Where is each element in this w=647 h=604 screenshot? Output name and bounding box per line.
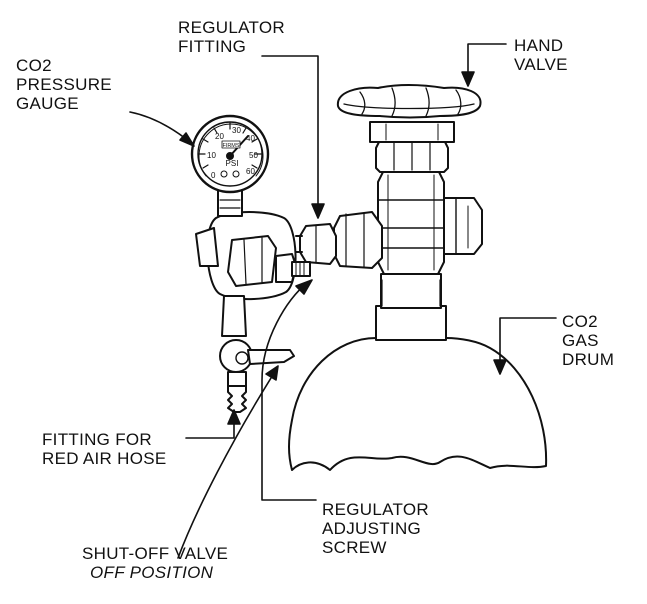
label-line: REGULATOR xyxy=(178,18,285,37)
label-shut-off-valve: SHUT-OFF VALVE OFF POSITION xyxy=(82,544,228,582)
label-line: HAND xyxy=(514,36,564,55)
regulator-body xyxy=(195,189,297,337)
gauge-unit-text: PSI xyxy=(226,159,239,168)
label-co2-pressure-gauge: CO2 PRESSURE GAUGE xyxy=(16,56,112,113)
gauge-tick-label: 20 xyxy=(215,132,224,141)
label-regulator-fitting: REGULATOR FITTING xyxy=(178,18,285,56)
gauge-tick-label: 10 xyxy=(207,151,216,160)
label-co2-gas-drum: CO2 GAS DRUM xyxy=(562,312,614,369)
label-line: FITTING FOR xyxy=(42,430,153,449)
label-line: VALVE xyxy=(514,55,568,74)
label-line: SCREW xyxy=(322,538,387,557)
label-line: REGULATOR xyxy=(322,500,429,519)
regulator-fitting xyxy=(295,211,383,269)
co2-gas-drum xyxy=(288,273,548,471)
label-line: DRUM xyxy=(562,350,615,369)
gauge-brand-text: FIRMS xyxy=(222,143,239,149)
gauge-tick-label: 60 xyxy=(246,167,255,176)
hand-valve xyxy=(336,84,483,275)
gauge-tick-label: 0 xyxy=(211,171,216,180)
label-off-position: OFF POSITION xyxy=(90,563,214,582)
co2-pressure-gauge: FIRMS PSI 0 10 20 30 40 50 60 xyxy=(190,114,270,194)
label-line: GAS xyxy=(562,331,599,350)
label-hand-valve: HAND VALVE xyxy=(514,36,568,74)
hose-barb-fitting xyxy=(227,385,247,413)
gauge-tick-label: 50 xyxy=(249,151,258,160)
label-regulator-adjusting-screw: REGULATOR ADJUSTING SCREW xyxy=(322,500,429,557)
gauge-tick-label: 30 xyxy=(232,126,241,135)
leader-lines xyxy=(129,43,557,559)
regulator-adjusting-screw xyxy=(275,253,311,283)
label-line: SHUT-OFF VALVE xyxy=(82,544,229,563)
label-line: PRESSURE xyxy=(16,75,112,94)
label-line: CO2 xyxy=(562,312,598,331)
shut-off-valve xyxy=(219,339,295,387)
label-line: RED AIR HOSE xyxy=(42,449,167,468)
label-line: CO2 xyxy=(16,56,52,75)
gauge-tick-label: 40 xyxy=(246,134,255,143)
label-line: GAUGE xyxy=(16,94,79,113)
label-line: ADJUSTING xyxy=(322,519,422,538)
label-fitting-for-red-air-hose: FITTING FOR RED AIR HOSE xyxy=(42,430,167,468)
label-line: FITTING xyxy=(178,37,247,56)
